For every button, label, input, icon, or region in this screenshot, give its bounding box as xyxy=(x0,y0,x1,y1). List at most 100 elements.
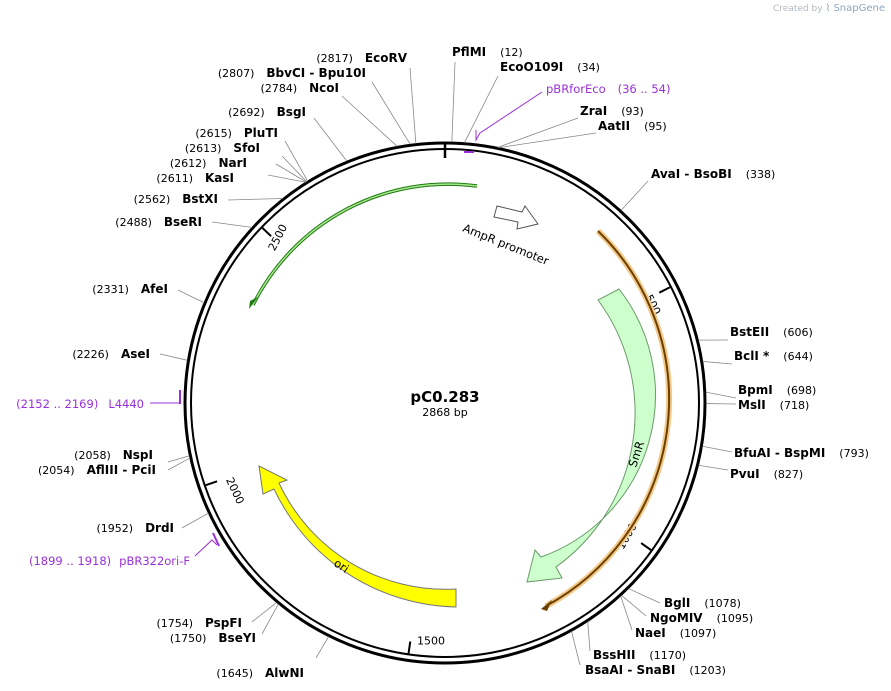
site-label: (2615)PluTI xyxy=(195,126,278,140)
primer-range: (2152 .. 2169) xyxy=(16,397,98,411)
site-name: BsgI xyxy=(277,105,306,119)
restriction-site[interactable]: (2692)BsgI xyxy=(228,105,348,162)
site-position: (1952) xyxy=(96,522,133,535)
restriction-site[interactable]: NgoMIV(1095) xyxy=(621,594,754,625)
ampr-promoter-arrow xyxy=(493,205,539,230)
tick-mark xyxy=(658,286,671,294)
site-leader-line xyxy=(159,353,188,361)
restriction-site[interactable]: AvaI - BsoBI(338) xyxy=(620,167,775,211)
ori-feature xyxy=(258,465,457,608)
site-leader-line xyxy=(281,155,307,182)
site-leader-line xyxy=(409,67,417,144)
tick-mark xyxy=(261,227,272,237)
site-position: (1095) xyxy=(717,612,754,625)
site-leader-line xyxy=(177,289,205,304)
site-position: (793) xyxy=(839,447,869,460)
primer-pbr322ori-f[interactable]: (1899 .. 1918)pBR322ori-F xyxy=(29,532,220,568)
site-position: (1203) xyxy=(689,664,726,677)
restriction-site[interactable]: EcoO109I(34) xyxy=(464,60,600,143)
site-label: (2488)BseRI xyxy=(115,215,202,229)
restriction-site[interactable]: (2226)AseI xyxy=(72,347,188,361)
site-position: (2615) xyxy=(195,127,232,140)
restriction-site[interactable]: BsaAI - SnaBI (1203) xyxy=(571,631,726,677)
restriction-site[interactable]: PvuI(827) xyxy=(698,464,803,481)
site-label: (2817)EcoRV xyxy=(316,51,407,65)
restriction-site[interactable]: (2784)NcoI xyxy=(261,81,398,147)
restriction-site[interactable]: (2807)BbvCI - Bpu10I xyxy=(218,66,411,145)
site-position: (2611) xyxy=(156,172,193,185)
site-leader-line xyxy=(267,174,306,183)
site-position: (12) xyxy=(500,46,523,59)
site-label: (1645) AlwNI xyxy=(216,666,304,680)
site-label: PvuI(827) xyxy=(730,467,803,481)
restriction-site[interactable]: (2612)NarI xyxy=(170,156,307,183)
primer-label: pBRforEco(36 .. 54) xyxy=(546,82,671,96)
site-leader-line xyxy=(621,594,647,617)
restriction-site[interactable]: (2054)AflIII - PciI xyxy=(38,457,191,477)
restriction-site[interactable]: (1750) BseYI xyxy=(170,603,279,645)
restriction-site[interactable]: AatII(95) xyxy=(498,119,667,149)
primer-pbrforeco[interactable]: pBRforEco(36 .. 54) xyxy=(464,82,671,153)
restriction-site[interactable]: BpmI(698) xyxy=(705,383,817,399)
restriction-site[interactable]: (1952) DrdI xyxy=(96,512,209,535)
restriction-site[interactable]: (2613)SfoI xyxy=(185,141,307,182)
site-leader-line xyxy=(571,631,581,666)
plasmid-name: pC0.283 xyxy=(410,388,479,406)
site-leader-line xyxy=(702,361,733,365)
site-name: BsaAI - SnaBI xyxy=(585,663,675,677)
restriction-site[interactable]: (2058)NspI xyxy=(74,448,190,463)
restriction-site[interactable]: (1645) AlwNI xyxy=(216,636,329,680)
site-name: BseYI xyxy=(218,631,256,645)
restriction-site[interactable]: PflMI (12) xyxy=(451,45,523,143)
site-name: NarI xyxy=(218,156,247,170)
ori-label: ori xyxy=(331,556,351,576)
primer-label: (1899 .. 1918)pBR322ori-F xyxy=(29,554,190,568)
restriction-site[interactable]: BfuAI - BspMI(793) xyxy=(702,445,869,460)
site-leader-line xyxy=(705,391,737,399)
restriction-site[interactable]: (1754)PspFI xyxy=(156,602,277,630)
site-name: MslI xyxy=(738,398,766,412)
site-leader-line xyxy=(341,95,398,147)
site-name: AlwNI xyxy=(265,666,304,680)
site-leader-line xyxy=(620,595,633,631)
site-position: (1750) xyxy=(170,632,207,645)
site-leader-line xyxy=(167,457,191,471)
restriction-site[interactable]: NaeI(1097) xyxy=(620,595,717,640)
primer-name: L4440 xyxy=(108,397,144,411)
site-label: (2784)NcoI xyxy=(261,81,339,95)
restriction-site[interactable]: BglI(1078) xyxy=(628,588,741,610)
site-name: EcoRV xyxy=(365,51,408,65)
restriction-site[interactable]: (2611)KasI xyxy=(156,171,306,185)
restriction-site[interactable]: BssHII(1170) xyxy=(587,621,686,662)
site-name: DrdI xyxy=(145,521,174,535)
site-name: PflMI xyxy=(452,45,486,59)
site-leader-line xyxy=(211,221,253,228)
site-leader-line xyxy=(181,512,209,529)
site-leader-line xyxy=(702,445,733,453)
restriction-site[interactable]: (2615)PluTI xyxy=(195,126,308,182)
primer-name: pBR322ori-F xyxy=(119,554,190,568)
snapgene-logo-icon: ⌇ xyxy=(825,3,831,14)
site-name: NaeI xyxy=(635,626,666,640)
restriction-site[interactable]: BclI *(644) xyxy=(702,349,813,365)
plasmid-size: 2868 bp xyxy=(422,406,467,419)
site-label: EcoO109I(34) xyxy=(500,60,600,74)
site-label: ZraI(93) xyxy=(580,104,644,118)
restriction-site[interactable]: (2331)AfeI xyxy=(92,282,205,304)
restriction-site[interactable]: (2817)EcoRV xyxy=(316,51,417,144)
primer-mark xyxy=(212,532,220,547)
site-label: (1750) BseYI xyxy=(170,631,256,645)
site-leader-line xyxy=(698,464,729,471)
tick-label: 1500 xyxy=(417,635,445,648)
restriction-site[interactable]: MslI(718) xyxy=(705,398,809,412)
site-position: (827) xyxy=(774,468,804,481)
restriction-site[interactable]: (2488)BseRI xyxy=(115,215,253,229)
site-label: (1952) DrdI xyxy=(96,521,174,535)
site-position: (1645) xyxy=(216,667,253,680)
restriction-site[interactable]: (2562)BstXI xyxy=(134,192,283,206)
site-leader-line xyxy=(464,75,499,143)
restriction-site[interactable]: ZraI(93) xyxy=(497,104,644,148)
restriction-site[interactable]: BstEII(606) xyxy=(698,325,813,341)
site-position: (644) xyxy=(783,350,813,363)
primer-l4440[interactable]: (2152 .. 2169) L4440 xyxy=(16,390,181,411)
